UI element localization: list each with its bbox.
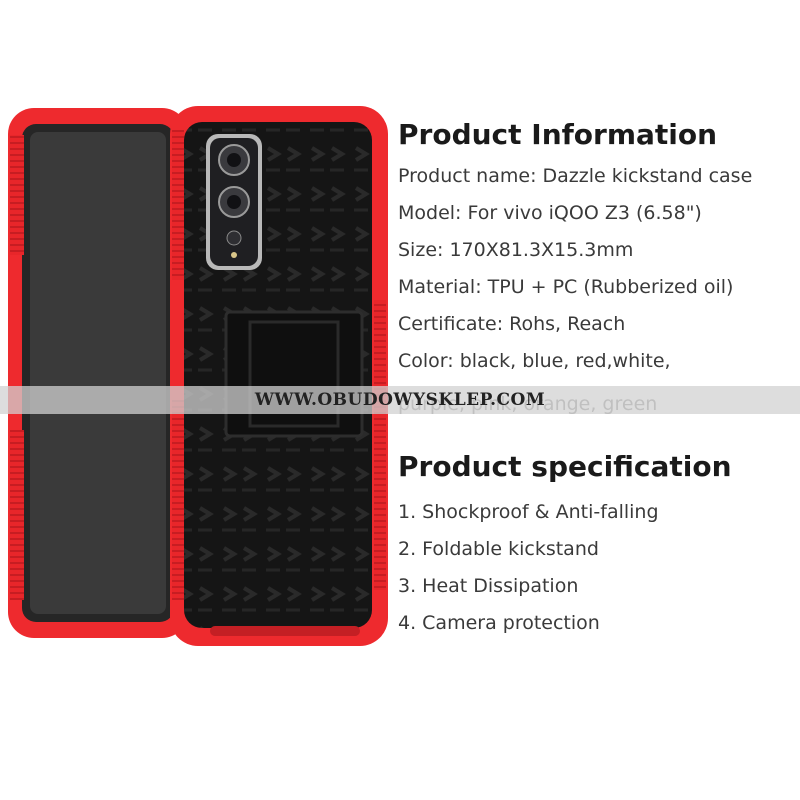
model-line: Model: For vivo iQOO Z3 (6.58") <box>398 202 702 224</box>
spec-item: 1. Shockproof & Anti-falling <box>398 501 659 523</box>
watermark-band <box>0 386 800 414</box>
spec-item: 3. Heat Dissipation <box>398 575 579 597</box>
watermark: WWW.OBUDOWYSKLEP.COM <box>254 390 546 410</box>
material-line: Material: TPU + PC (Rubberized oil) <box>398 276 734 298</box>
back-case <box>170 106 388 646</box>
color-line: Color: black, blue, red,white, <box>398 350 671 372</box>
certificate-line: Certificate: Rohs, Reach <box>398 313 626 335</box>
product-name-line: Product name: Dazzle kickstand case <box>398 165 753 187</box>
specification-list: 1. Shockproof & Anti-falling 2. Foldable… <box>398 494 659 642</box>
product-photo <box>8 106 388 646</box>
product-information-panel: Product Information Product name: Dazzle… <box>398 112 798 380</box>
product-information-title: Product Information <box>398 118 718 151</box>
spec-item: 2. Foldable kickstand <box>398 538 599 560</box>
spec-item: 4. Camera protection <box>398 612 600 634</box>
front-case <box>8 108 188 638</box>
size-line: Size: 170X81.3X15.3mm <box>398 239 634 261</box>
product-specification-title: Product specification <box>398 450 732 483</box>
